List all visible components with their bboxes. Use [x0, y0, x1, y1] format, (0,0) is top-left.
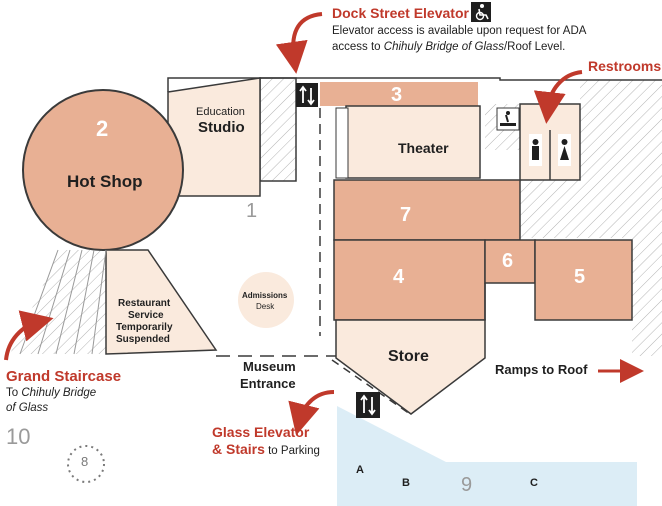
restaurant-line4: Suspended	[116, 334, 170, 345]
area-1-number: 1	[246, 200, 258, 222]
glass-elevator-title-line1: Glass Elevator	[212, 424, 310, 440]
area-8-marker	[67, 445, 105, 483]
dock-elevator-line1: Elevator access is available upon reques…	[332, 25, 587, 37]
room-store	[335, 319, 486, 415]
parking-a-label: A	[356, 464, 364, 476]
restaurant-line1: Restaurant	[118, 298, 171, 309]
room-7-number: 7	[400, 204, 412, 226]
hatched-area-elevator-shaft	[259, 77, 297, 182]
room-5-number: 5	[574, 266, 586, 288]
grand-staircase-title: Grand Staircase	[6, 368, 122, 385]
wall-top	[167, 77, 662, 92]
museum-entrance-line1: Museum	[243, 359, 296, 374]
restaurant-line2: Service	[128, 310, 164, 321]
baby-changing-icon	[496, 107, 520, 131]
hatched-grand-staircase	[10, 250, 106, 354]
glass-elevator-arrow	[288, 390, 335, 436]
room-restaurant	[105, 249, 218, 355]
dock-elevator-arrow	[275, 12, 323, 74]
room-4-number: 4	[393, 266, 405, 288]
education-label-line1: Education	[196, 106, 245, 118]
room-3	[320, 82, 478, 106]
hatched-area-ramps	[485, 80, 662, 356]
hot-shop-number: 2	[96, 116, 109, 141]
parking-c-label: C	[530, 477, 538, 489]
admissions-desk	[238, 272, 294, 328]
store-label: Store	[388, 348, 429, 365]
area-9-number: 9	[461, 474, 473, 496]
grand-staircase-arrow	[4, 310, 54, 361]
dock-elevator-line2: access to Chihuly Bridge of Glass/Roof L…	[332, 41, 566, 53]
restrooms-title: Restrooms	[588, 58, 662, 74]
glass-elevator-icon	[356, 392, 380, 418]
elevator-icon	[296, 83, 318, 107]
grand-staircase-line1: To Chihuly Bridge	[6, 387, 97, 399]
room-6	[484, 239, 536, 284]
restroom-icon	[529, 134, 571, 166]
hot-shop-label: Hot Shop	[67, 172, 143, 191]
theater-label: Theater	[398, 140, 449, 156]
theater-stairs	[335, 107, 349, 179]
education-label-line2: Studio	[198, 119, 245, 136]
admissions-label-line1: Admissions	[242, 291, 288, 300]
wheelchair-icon	[471, 2, 491, 22]
ramps-to-roof-label: Ramps to Roof	[495, 362, 588, 377]
museum-entrance-line2: Entrance	[240, 376, 296, 391]
glass-elevator-title-line2: & Stairs to Parking	[212, 441, 320, 457]
restaurant-line3: Temporarily	[116, 322, 173, 333]
area-10-number: 10	[6, 424, 31, 449]
grand-staircase-line2: of Glass	[6, 402, 49, 414]
room-hot-shop	[22, 89, 184, 251]
room-3-number: 3	[391, 84, 403, 106]
room-theater	[345, 105, 481, 179]
restrooms-arrow	[533, 70, 583, 124]
room-7	[333, 179, 521, 241]
parking-b-label: B	[402, 477, 410, 489]
admissions-label-line2: Desk	[256, 302, 275, 311]
dock-elevator-title: Dock Street Elevator	[332, 5, 469, 21]
parking-area	[337, 406, 637, 506]
room-4	[333, 239, 486, 321]
room-6-number: 6	[502, 250, 514, 272]
room-5	[534, 239, 633, 321]
area-8-number: 8	[81, 454, 89, 469]
